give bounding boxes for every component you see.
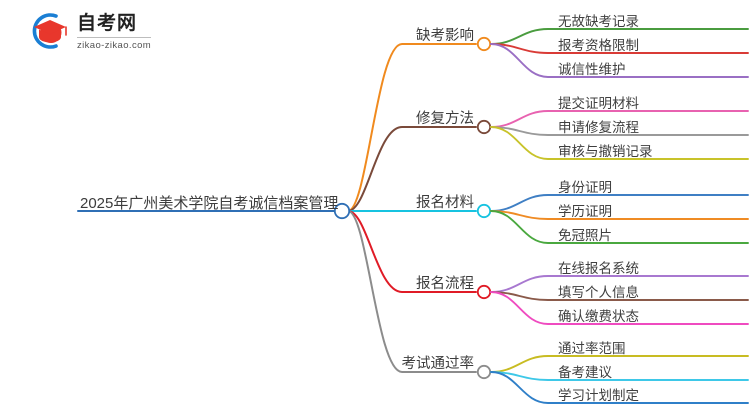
leaf-label-3-2: 学历证明 xyxy=(558,204,612,219)
branch-line-4 xyxy=(347,210,477,293)
branch-label-1: 缺考影响 xyxy=(416,28,474,44)
branch-label-5: 考试通过率 xyxy=(401,356,475,372)
leaf-label-2-1: 提交证明材料 xyxy=(558,96,639,111)
branch-line-1 xyxy=(347,43,477,212)
leaf-line-1-3 xyxy=(490,43,749,78)
leaf-label-4-1: 在线报名系统 xyxy=(558,261,639,276)
branch-line-5 xyxy=(347,210,477,373)
leaf-label-1-3: 诚信性维护 xyxy=(558,62,626,77)
leaf-line-3-3 xyxy=(490,210,749,244)
leaf-label-4-2: 填写个人信息 xyxy=(558,285,639,300)
logo-title: 自考网 xyxy=(77,12,138,34)
graduation-cap-icon xyxy=(32,13,67,49)
leaf-label-5-3: 学习计划制定 xyxy=(558,388,639,403)
leaf-label-1-2: 报考资格限制 xyxy=(558,38,639,53)
leaf-line-4-3 xyxy=(490,291,749,325)
site-logo[interactable]: 自考网 zikao-zikao.com xyxy=(26,8,206,54)
leaf-label-1-1: 无故缺考记录 xyxy=(558,14,639,29)
branch-label-4: 报名流程 xyxy=(416,276,474,292)
branch-node-1[interactable] xyxy=(476,36,492,52)
leaf-label-3-1: 身份证明 xyxy=(558,180,612,195)
leaf-line-3-1 xyxy=(490,194,749,212)
branch-node-3[interactable] xyxy=(476,203,492,219)
leaf-label-4-3: 确认缴费状态 xyxy=(558,309,639,324)
logo-text-block: 自考网 zikao-zikao.com xyxy=(77,12,152,51)
leaf-line-3-2 xyxy=(490,210,749,220)
leaf-label-3-3: 免冠照片 xyxy=(558,228,612,243)
branch-node-5[interactable] xyxy=(476,364,492,380)
branch-label-2: 修复方法 xyxy=(416,111,474,127)
branch-node-4[interactable] xyxy=(476,284,492,300)
leaf-line-2-3 xyxy=(490,126,749,160)
leaf-label-2-2: 申请修复流程 xyxy=(558,120,639,135)
leaf-line-5-2 xyxy=(490,371,749,381)
root-label: 2025年广州美术学院自考诚信档案管理 xyxy=(80,195,339,212)
branch-label-3: 报名材料 xyxy=(416,195,474,211)
branch-node-2[interactable] xyxy=(476,119,492,135)
leaf-label-5-1: 通过率范围 xyxy=(558,341,626,356)
center-hub-node[interactable] xyxy=(333,202,351,220)
leaf-line-5-1 xyxy=(490,355,749,373)
branch-line-2 xyxy=(347,126,477,212)
leaf-label-5-2: 备考建议 xyxy=(558,365,612,380)
leaf-label-2-3: 审核与撤销记录 xyxy=(558,144,653,159)
logo-domain: zikao-zikao.com xyxy=(77,36,152,51)
leaf-line-5-3 xyxy=(490,371,749,404)
